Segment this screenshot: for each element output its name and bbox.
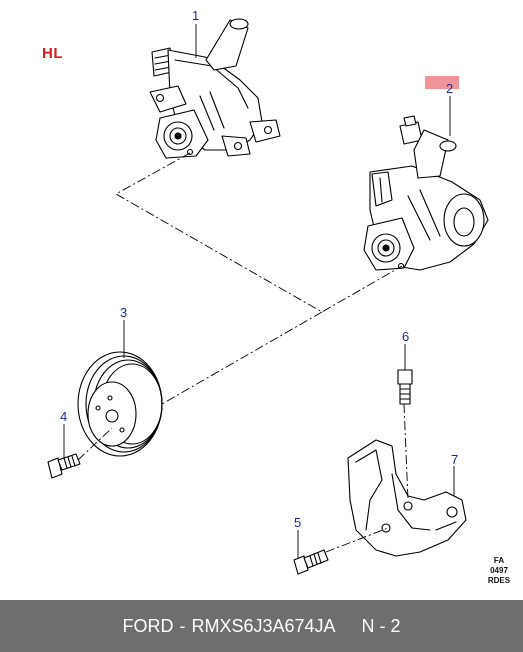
callout-1[interactable]: 1: [192, 8, 200, 23]
footer-brand: FORD: [122, 615, 174, 636]
region-label: HL: [42, 45, 63, 62]
exploded-diagram: [47, 18, 489, 575]
bolt-part-4: [47, 453, 81, 479]
pulley-part-3: [77, 351, 163, 457]
code-line-2: 0497: [490, 566, 508, 575]
footer-separator: -: [179, 615, 186, 636]
footer-bar: FORD - RMXS6J3A674JA N - 2: [0, 600, 523, 652]
code-line-3: RDES: [487, 576, 511, 585]
callout-6[interactable]: 6: [402, 329, 410, 344]
drawing-code: FA 0497 RDES: [486, 556, 512, 586]
bracket-part-7: [347, 439, 467, 557]
footer-part-number: RMXS6J3A674JA: [191, 615, 336, 636]
assembly-lines: [77, 152, 409, 553]
callout-2[interactable]: 2: [446, 81, 454, 96]
callout-3[interactable]: 3: [120, 305, 128, 320]
bolt-part-6: [397, 369, 413, 405]
callout-7[interactable]: 7: [451, 452, 459, 467]
leader-lines: [63, 24, 455, 558]
callout-5[interactable]: 5: [294, 515, 302, 530]
code-line-1: FA: [493, 556, 505, 565]
pump-part-1: [149, 18, 281, 159]
footer-page: N - 2: [361, 615, 401, 636]
highlight-marker: [425, 76, 459, 89]
pump-part-2: [363, 115, 489, 271]
bolt-part-5: [293, 549, 329, 575]
callout-4[interactable]: 4: [60, 409, 68, 424]
